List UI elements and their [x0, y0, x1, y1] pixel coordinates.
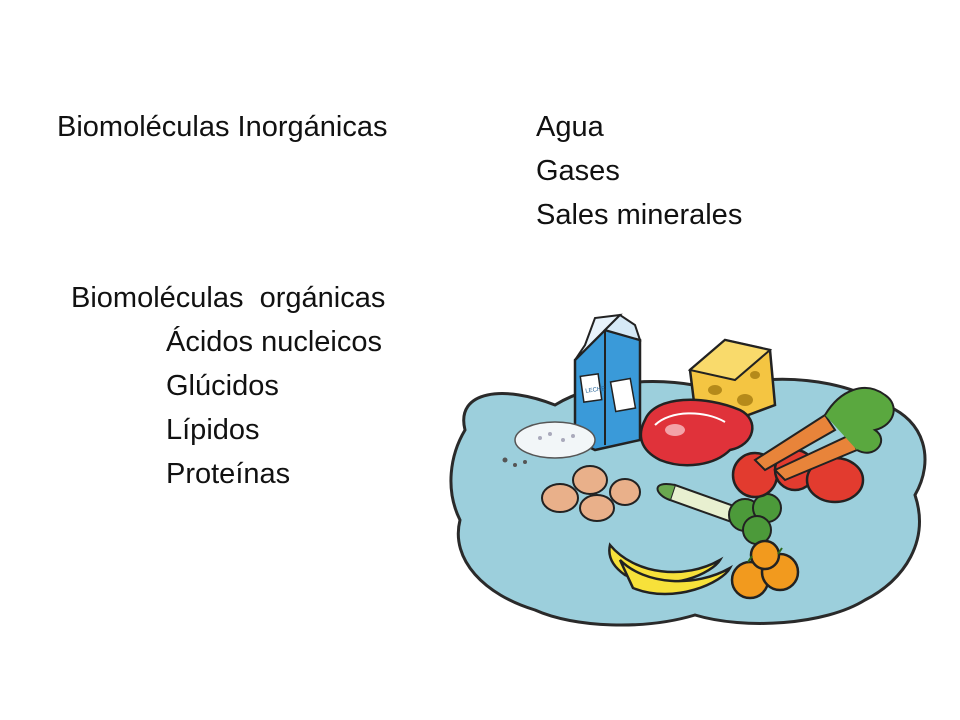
organic-title: Biomoléculas orgánicas [71, 282, 386, 314]
meat-icon [639, 398, 754, 467]
list-item: Sales minerales [536, 199, 743, 231]
list-item: Proteínas [166, 458, 291, 490]
list-item: Glúcidos [166, 370, 279, 402]
list-item: Gases [536, 155, 620, 187]
list-item: Lípidos [166, 414, 260, 446]
inorganic-list: Agua Gases Sales minerales [536, 105, 742, 237]
list-item: Ácidos nucleicos [166, 326, 382, 358]
carton-label: LECHE [585, 386, 606, 395]
food-illustration: LECHE [449, 313, 927, 627]
carrots-icon [753, 386, 895, 482]
inorganic-title: Biomoléculas Inorgánicas [57, 111, 388, 143]
cheese-icon [687, 338, 777, 422]
salt-pile-icon [502, 421, 596, 467]
bananas-icon [608, 542, 733, 596]
oranges-icon [730, 539, 800, 600]
eggs-icon [541, 465, 641, 522]
list-item: Agua [536, 111, 604, 143]
organic-list: Ácidos nucleicos Glúcidos Lípidos Proteí… [166, 320, 382, 496]
